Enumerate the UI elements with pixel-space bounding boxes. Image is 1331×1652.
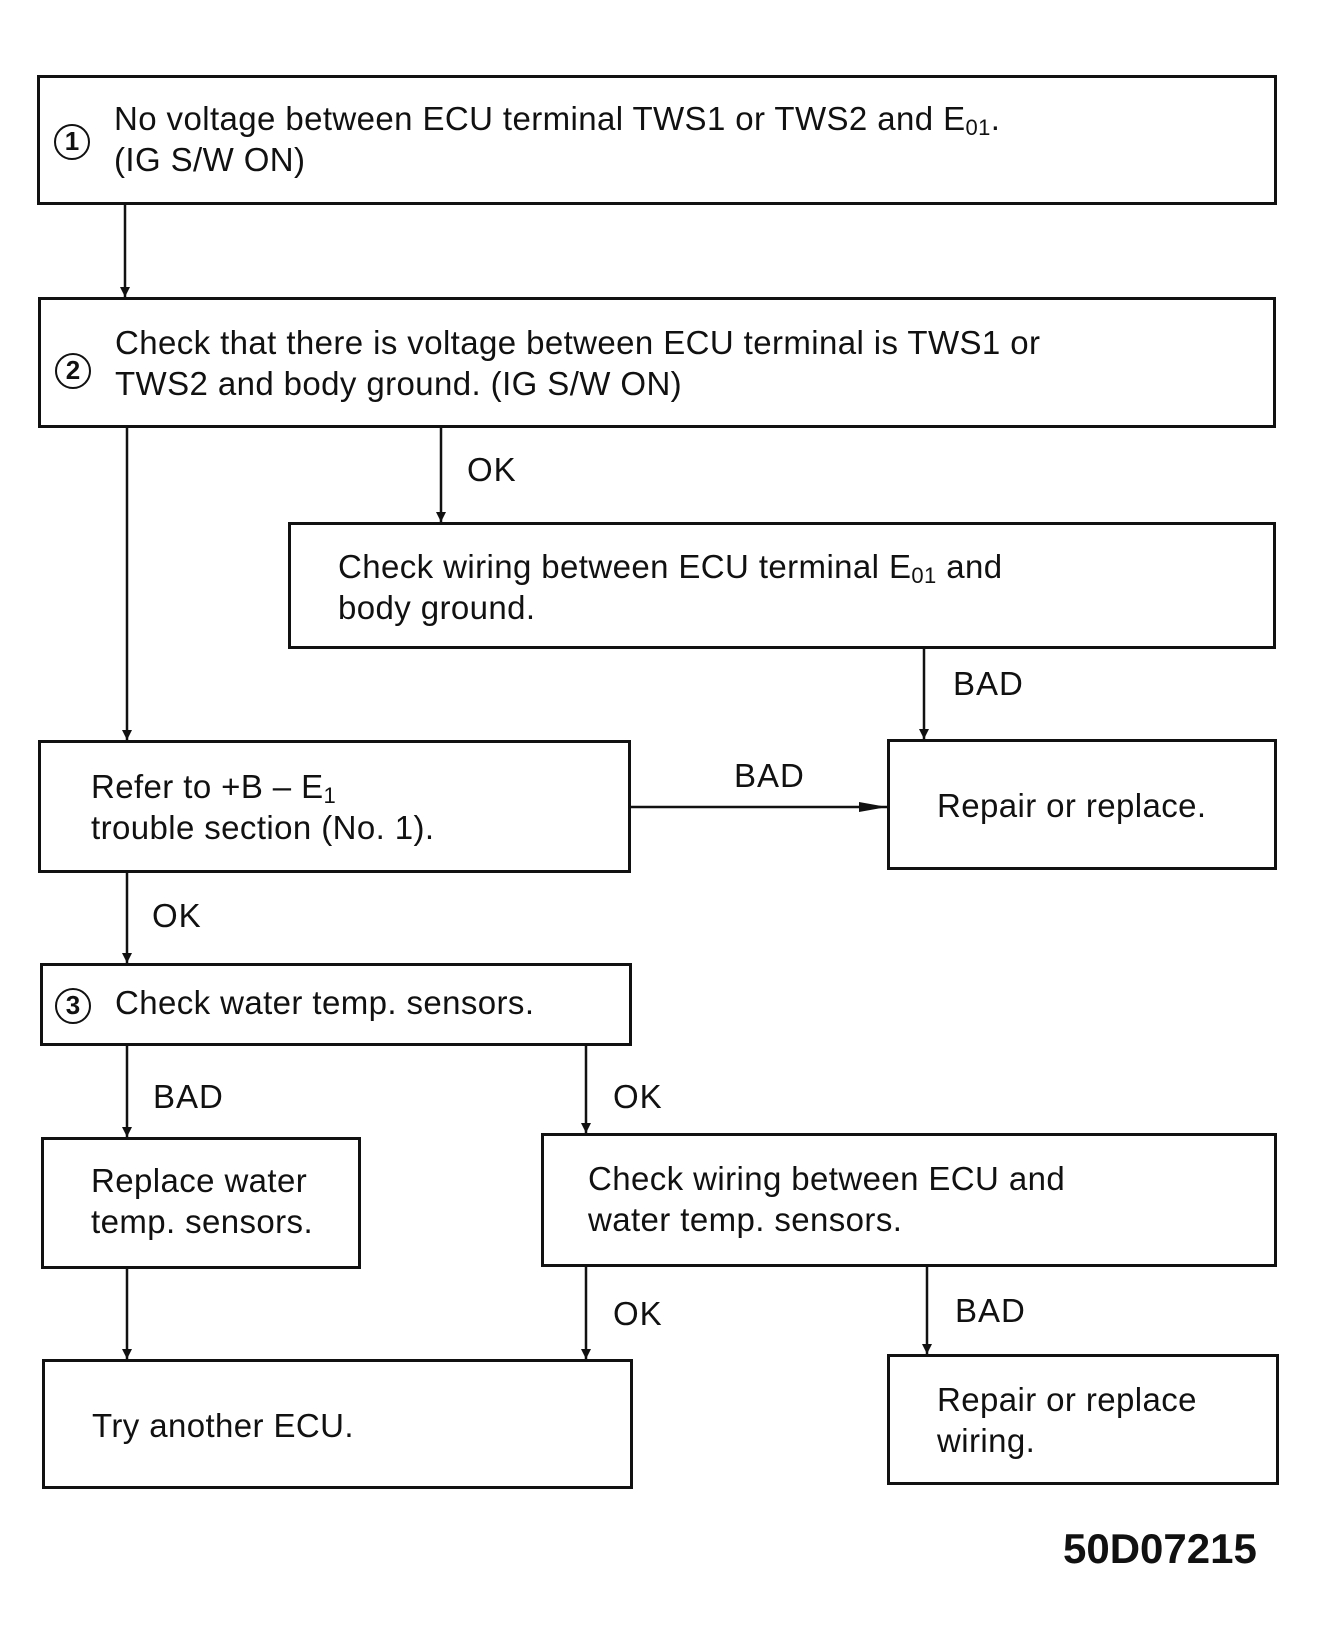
edge-label-bad: BAD	[153, 1078, 224, 1115]
repair-wiring-box: Repair or replace wiring.	[887, 1354, 1279, 1485]
step-1-line1-tail: .	[990, 100, 1001, 137]
check-e01-wiring-box: Check wiring between ECU terminal E01 an…	[288, 522, 1276, 649]
repair-replace-box: Repair or replace.	[887, 739, 1277, 870]
repair-replace-text: Repair or replace.	[937, 785, 1207, 826]
check-e01-subscript: 01	[911, 563, 937, 588]
step-number-badge: 3	[55, 988, 91, 1024]
edge-label-ok: OK	[613, 1078, 663, 1115]
check-sensor-wiring-line1: Check wiring between ECU and	[588, 1160, 1066, 1197]
replace-sensors-box: Replace water temp. sensors.	[41, 1137, 361, 1269]
check-sensor-wiring-box: Check wiring between ECU and water temp.…	[541, 1133, 1277, 1267]
step-number-badge: 2	[55, 353, 91, 389]
edge-label-bad: BAD	[955, 1292, 1026, 1329]
step-3-box: 3 Check water temp. sensors.	[40, 963, 632, 1046]
step-3-text: Check water temp. sensors.	[115, 982, 534, 1023]
replace-sensors-line1: Replace water	[91, 1162, 308, 1199]
edge-label-ok: OK	[152, 897, 202, 934]
try-ecu-text: Try another ECU.	[92, 1405, 354, 1446]
step-1-line1: No voltage between ECU terminal TWS1 or …	[114, 100, 966, 137]
check-sensor-wiring-text: Check wiring between ECU and water temp.…	[588, 1158, 1065, 1240]
try-ecu-line1: Try another ECU.	[92, 1407, 354, 1444]
check-e01-line1: Check wiring between ECU terminal E	[338, 548, 912, 585]
step-2-line2: TWS2 and body ground. (IG S/W ON)	[115, 365, 683, 402]
step-1-subscript: 01	[965, 115, 991, 140]
repair-wiring-line2: wiring.	[937, 1422, 1036, 1459]
refer-line1: Refer to +B – E	[91, 768, 324, 805]
step-1-text: No voltage between ECU terminal TWS1 or …	[114, 98, 1000, 180]
edge-label-ok: OK	[613, 1295, 663, 1332]
step-1-line2: (IG S/W ON)	[114, 141, 306, 178]
repair-wiring-text: Repair or replace wiring.	[937, 1379, 1197, 1461]
check-e01-line1-tail: and	[936, 548, 1003, 585]
step-2-box: 2 Check that there is voltage between EC…	[38, 297, 1276, 428]
refer-subscript: 1	[323, 783, 337, 808]
repair-wiring-line1: Repair or replace	[937, 1381, 1197, 1418]
step-2-text: Check that there is voltage between ECU …	[115, 322, 1040, 404]
step-1-box: 1 No voltage between ECU terminal TWS1 o…	[37, 75, 1277, 205]
replace-sensors-text: Replace water temp. sensors.	[91, 1160, 313, 1242]
refer-line2: trouble section (No. 1).	[91, 809, 435, 846]
edge-label-bad: BAD	[953, 665, 1024, 702]
check-sensor-wiring-line2: water temp. sensors.	[588, 1201, 903, 1238]
replace-sensors-line2: temp. sensors.	[91, 1203, 314, 1240]
try-ecu-box: Try another ECU.	[42, 1359, 633, 1489]
repair-replace-line1: Repair or replace.	[937, 787, 1207, 824]
check-e01-wiring-text: Check wiring between ECU terminal E01 an…	[338, 546, 1003, 628]
step-3-line1: Check water temp. sensors.	[115, 984, 535, 1021]
step-number-badge: 1	[54, 124, 90, 160]
figure-code: 50D07215	[1063, 1525, 1257, 1572]
refer-box: Refer to +B – E1 trouble section (No. 1)…	[38, 740, 631, 873]
refer-text: Refer to +B – E1 trouble section (No. 1)…	[91, 766, 434, 848]
edge-label-bad: BAD	[734, 757, 805, 794]
check-e01-line2: body ground.	[338, 589, 536, 626]
step-2-line1: Check that there is voltage between ECU …	[115, 324, 1041, 361]
edge-label-ok: OK	[467, 451, 517, 488]
